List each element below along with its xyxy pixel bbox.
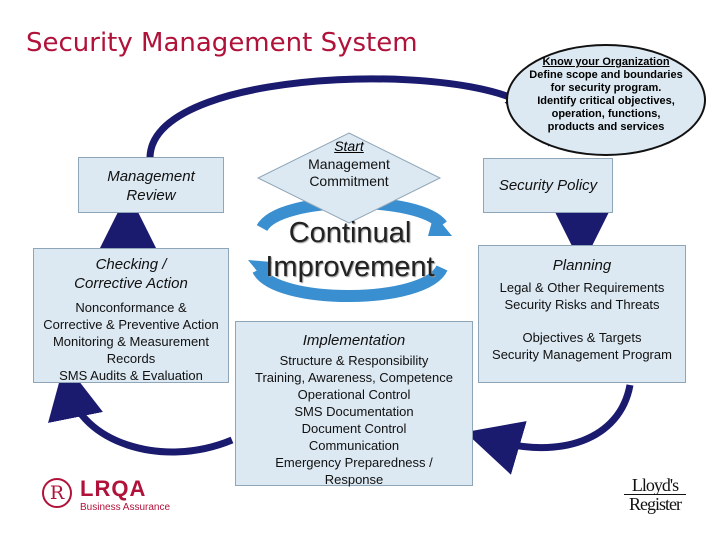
planning-box: Planning Legal & Other Requirements Secu… xyxy=(478,245,686,383)
security-policy-box: Security Policy xyxy=(483,158,613,213)
management-review-box: Management Review xyxy=(78,157,224,213)
review-line: Management xyxy=(107,168,195,185)
start-line: Management xyxy=(308,156,390,172)
lloyds-line: Lloyd's xyxy=(624,476,686,495)
page-title: Security Management System xyxy=(26,28,418,58)
continual-line: Continual xyxy=(288,217,412,249)
implementation-line: SMS Documentation xyxy=(294,404,414,419)
review-line: Review xyxy=(126,187,176,204)
lrqa-tagline: Business Assurance xyxy=(80,502,171,513)
planning-line: Security Management Program xyxy=(492,347,672,362)
lloyds-line: Register xyxy=(629,494,682,514)
know-your-organization-bubble: Know your Organization Define scope and … xyxy=(506,44,706,156)
know-heading: Know your Organization xyxy=(542,56,670,68)
implementation-line: Structure & Responsibility xyxy=(279,353,429,368)
checking-box: Checking / Corrective Action Nonconforma… xyxy=(33,248,229,383)
implementation-box: Implementation Structure & Responsibilit… xyxy=(235,321,473,487)
implementation-line: Operational Control xyxy=(297,387,411,402)
know-line: operation, functions, xyxy=(551,108,661,120)
checking-line: SMS Audits & Evaluation xyxy=(59,368,203,383)
continual-line: Improvement xyxy=(265,251,435,283)
checking-line: Monitoring & Measurement xyxy=(52,334,210,349)
diamond-shape xyxy=(256,132,442,224)
arrow-implementation-to-checking xyxy=(48,362,234,456)
checking-line: Records xyxy=(106,351,156,366)
implementation-line: Communication xyxy=(308,438,400,453)
lrqa-mark-icon: R xyxy=(42,478,72,508)
continual-improvement-label: Continual Improvement xyxy=(230,216,470,284)
arrow-planning-to-implementation xyxy=(465,384,634,475)
implementation-line: Emergency Preparedness / xyxy=(275,455,433,470)
planning-heading: Planning xyxy=(552,257,612,274)
implementation-heading: Implementation xyxy=(302,332,406,349)
implementation-line: Document Control xyxy=(301,421,407,436)
implementation-line: Response xyxy=(324,472,384,487)
know-line: for security program. xyxy=(550,82,662,94)
know-line: Identify critical objectives, xyxy=(537,95,675,107)
know-line: products and services xyxy=(547,121,665,133)
start-line: Commitment xyxy=(309,173,389,189)
checking-line: Corrective & Preventive Action xyxy=(43,317,219,332)
planning-line: Objectives & Targets xyxy=(522,330,642,345)
planning-line: Security Risks and Threats xyxy=(504,297,660,312)
checking-line: Nonconformance & xyxy=(75,300,187,315)
lloyds-register-logo: Lloyd's Register xyxy=(624,476,686,513)
lrqa-logo: R LRQA Business Assurance xyxy=(40,474,190,518)
start-diamond: Start Management Commitment xyxy=(256,131,442,225)
lrqa-name: LRQA xyxy=(80,476,147,501)
start-label: Start xyxy=(334,138,364,154)
planning-line: Legal & Other Requirements xyxy=(499,280,665,295)
know-line: Define scope and boundaries xyxy=(529,69,683,81)
implementation-line: Training, Awareness, Competence xyxy=(255,370,453,385)
checking-heading: Corrective Action xyxy=(74,275,188,292)
checking-heading: Checking / xyxy=(95,256,167,273)
